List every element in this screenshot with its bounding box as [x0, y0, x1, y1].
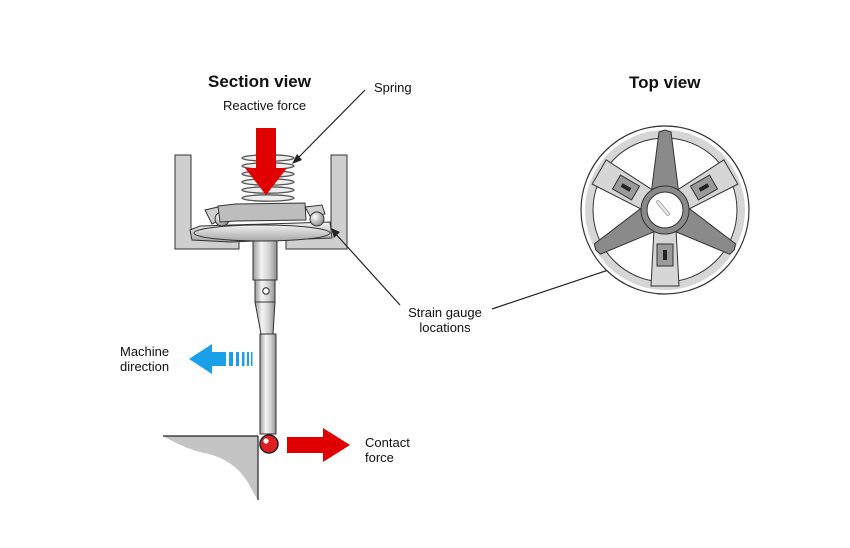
- bearing-ball-right: [309, 211, 325, 227]
- strain-gauge-leader-arrowhead: [331, 228, 340, 238]
- spring-leader-arrowhead: [292, 154, 302, 164]
- section-view-title: Section view: [208, 72, 311, 91]
- strain-gauge-leader-line: [333, 231, 401, 306]
- stylus-upper-rod: [252, 235, 278, 281]
- top-view-flexure: [580, 125, 750, 295]
- stylus-ball: [259, 434, 279, 454]
- spring-label: Spring: [374, 80, 412, 95]
- strain-gauge-label: Strain gauge locations: [408, 305, 482, 335]
- machine-direction-label: Machine direction: [120, 344, 170, 374]
- kinematic-plate: [193, 224, 331, 242]
- spring-leader-line: [295, 89, 366, 161]
- contact-force-arrow: [287, 428, 350, 462]
- stylus-joint-hole: [262, 287, 270, 295]
- stylus-shaft: [259, 333, 277, 435]
- stylus-ball-highlight: [263, 438, 269, 444]
- machine-direction-arrow: [189, 344, 253, 374]
- stylus-taper: [254, 301, 276, 335]
- workpiece: [163, 436, 258, 500]
- reactive-force-arrow: [245, 128, 287, 195]
- reactive-force-label: Reactive force: [223, 98, 307, 113]
- spring-seat-block: [217, 202, 307, 223]
- top-view-title: Top view: [629, 73, 701, 92]
- contact-force-label: Contact force: [365, 435, 410, 465]
